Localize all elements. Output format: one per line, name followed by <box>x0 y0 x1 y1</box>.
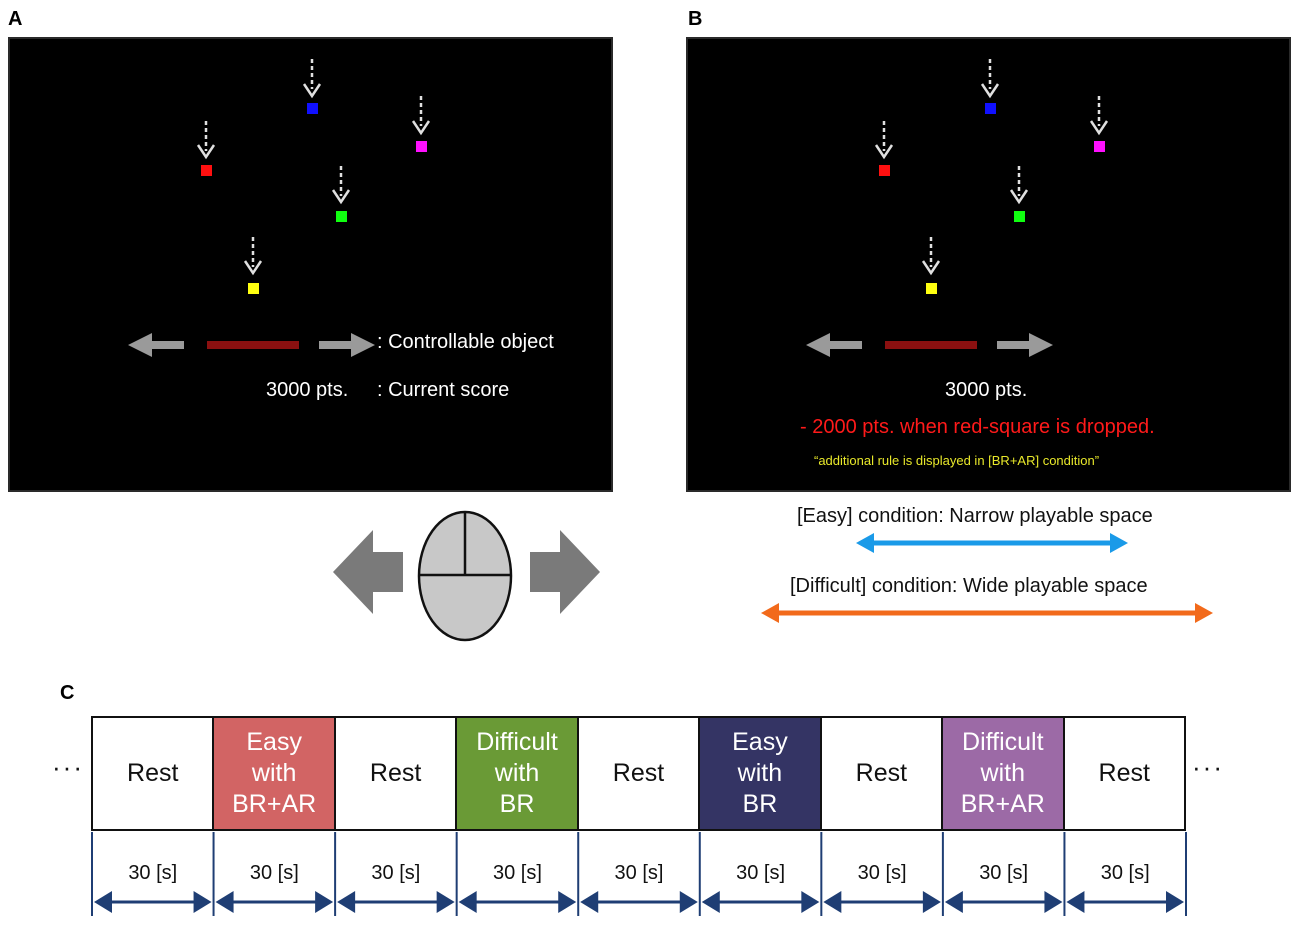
game-screen-a: : Controllable object 3000 pts. : Curren… <box>8 37 613 492</box>
block-difficult-br: Difficult with BR <box>457 718 579 829</box>
controllable-paddle <box>885 341 977 349</box>
duration-label: 30 [s] <box>492 862 542 884</box>
block-rest: Rest <box>336 718 458 829</box>
current-score-label: : Current score <box>377 379 510 401</box>
additional-rule-note: “additional rule is displayed in [BR+AR]… <box>814 453 1100 468</box>
game-graphics-b <box>806 59 1109 357</box>
falling-square-red <box>196 121 216 176</box>
block-difficult-br-ar: Difficult with BR+AR <box>943 718 1065 829</box>
controllable-object-label: : Controllable object <box>377 331 554 353</box>
falling-square-green <box>1009 166 1029 222</box>
duration-label: 30 [s] <box>128 862 178 884</box>
duration-arrow-icon <box>944 891 1063 913</box>
block-timeline: Rest Easy with BR+AR Rest Difficult with… <box>91 716 1186 831</box>
block-label: Rest <box>855 759 908 787</box>
duration-arrow-icon <box>1066 891 1184 913</box>
game-screen-b: 3000 pts. - 2000 pts. when red-square is… <box>686 37 1291 492</box>
block-label: Rest <box>612 759 665 787</box>
falling-square-yellow <box>243 237 263 294</box>
block-label: Easy with BR <box>732 728 788 818</box>
ellipsis-left: ··· <box>52 752 84 782</box>
move-left-arrow-icon <box>806 333 862 357</box>
block-label: Easy with BR+AR <box>232 728 317 818</box>
falling-square-blue <box>302 59 322 114</box>
duration-label: 30 [s] <box>614 862 664 884</box>
falling-square-yellow <box>921 237 941 294</box>
score-value-b: 3000 pts. <box>945 379 1028 401</box>
block-label: Rest <box>369 759 422 787</box>
duration-arrow-icon <box>94 891 212 913</box>
move-right-arrow-icon <box>319 333 375 357</box>
falling-square-red <box>874 121 894 176</box>
controllable-paddle <box>207 341 299 349</box>
penalty-rule-text: - 2000 pts. when red-square is dropped. <box>800 416 1155 438</box>
duration-label: 30 [s] <box>1100 862 1150 884</box>
block-easy-br-ar: Easy with BR+AR <box>214 718 336 829</box>
ellipsis-right: ··· <box>1192 752 1224 782</box>
duration-arrow-icon <box>458 891 577 913</box>
duration-arrow-icon <box>580 891 698 913</box>
falling-square-green <box>331 166 351 222</box>
duration-arrow-icon <box>337 891 455 913</box>
mouse-icon <box>417 510 513 642</box>
move-left-arrow-icon <box>128 333 184 357</box>
block-rest: Rest <box>822 718 944 829</box>
difficult-condition-label: [Difficult] condition: Wide playable spa… <box>790 575 1148 597</box>
mouse-illustration <box>333 510 600 642</box>
difficult-range-arrow-icon <box>761 603 1213 623</box>
falling-square-magenta <box>411 96 431 152</box>
block-easy-br: Easy with BR <box>700 718 822 829</box>
easy-range-arrow-icon <box>856 533 1128 553</box>
panel-c-label: C <box>60 682 75 704</box>
panel-b-label: B <box>688 8 703 30</box>
move-right-arrow-icon <box>997 333 1053 357</box>
duration-label: 30 [s] <box>979 862 1029 884</box>
block-label: Rest <box>1098 759 1150 787</box>
block-label: Difficult with BR+AR <box>960 728 1045 818</box>
duration-label: 30 [s] <box>736 862 785 884</box>
duration-arrow-icon <box>701 891 820 913</box>
duration-label: 30 [s] <box>857 862 907 884</box>
duration-arrows <box>91 832 1187 916</box>
duration-arrow-icon <box>215 891 334 913</box>
arrow-right-icon <box>530 530 600 614</box>
block-rest: Rest <box>1065 718 1184 829</box>
block-label: Difficult with BR <box>476 728 558 818</box>
easy-condition-label: [Easy] condition: Narrow playable space <box>797 505 1153 527</box>
block-rest: Rest <box>93 718 215 829</box>
duration-label: 30 [s] <box>371 862 421 884</box>
falling-square-blue <box>980 59 1000 114</box>
duration-arrow-icon <box>823 891 941 913</box>
score-value-a: 3000 pts. <box>266 379 349 401</box>
panel-a-label: A <box>8 8 23 30</box>
game-graphics-a <box>128 59 431 357</box>
duration-label: 30 [s] <box>249 862 299 884</box>
block-rest: Rest <box>579 718 701 829</box>
arrow-left-icon <box>333 530 403 614</box>
block-label: Rest <box>127 759 179 787</box>
falling-square-magenta <box>1089 96 1109 152</box>
